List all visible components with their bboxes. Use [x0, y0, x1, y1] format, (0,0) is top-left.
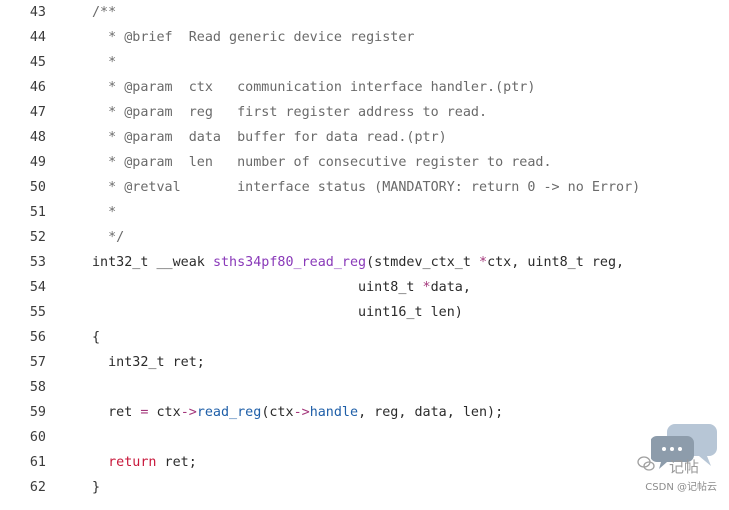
line-source: * @brief Read generic device register: [92, 25, 414, 50]
code-line: 43 /**: [0, 0, 729, 25]
code-token-comment: * @param len number of consecutive regis…: [92, 155, 552, 170]
code-line: 59 ret = ctx->read_reg(ctx->handle, reg,…: [0, 400, 729, 425]
line-number: 53: [29, 255, 46, 270]
code-line: 53 int32_t __weak sths34pf80_read_reg(stm…: [0, 250, 729, 275]
code-token-comment: * @param data buffer for data read.(ptr): [92, 130, 447, 145]
line-number: 54: [29, 280, 46, 295]
code-token-plain: ctx, uint8_t reg,: [487, 255, 625, 270]
line-source: */: [92, 225, 124, 250]
code-token-plain: }: [92, 480, 101, 495]
line-source: {: [92, 325, 100, 350]
code-line: 47 * @param reg first register address t…: [0, 100, 729, 125]
line-number: 44: [29, 30, 46, 45]
code-line: 46 * @param ctx communication interface …: [0, 75, 729, 100]
line-number: 49: [29, 155, 46, 170]
code-token-comment: */: [92, 230, 125, 245]
line-number: 60: [29, 430, 46, 445]
code-line: 56 {: [0, 325, 729, 350]
line-source: * @param reg first register address to r…: [92, 100, 487, 125]
line-number: 51: [29, 205, 46, 220]
line-number: 56: [29, 330, 46, 345]
code-token-fn: sths34pf80_read_reg: [212, 255, 367, 270]
code-token-plain: (stmdev_ctx_t: [366, 255, 479, 270]
code-token-plain: ctx: [148, 405, 181, 420]
code-line: 60: [0, 425, 729, 450]
code-token-plain: ret;: [156, 455, 197, 470]
line-number: 47: [29, 105, 46, 120]
code-token-op: =: [140, 405, 149, 420]
line-source: int32_t __weak sths34pf80_read_reg(stmde…: [92, 250, 624, 275]
code-line: 44 * @brief Read generic device register: [0, 25, 729, 50]
line-source: uint8_t *data,: [92, 275, 471, 300]
code-line: 49 * @param len number of consecutive re…: [0, 150, 729, 175]
line-source: *: [92, 50, 116, 75]
code-line: 57 int32_t ret;: [0, 350, 729, 375]
code-token-plain: data,: [430, 280, 471, 295]
watermark: 记帖 CSDN @记帖云: [611, 418, 729, 510]
code-line: 58: [0, 375, 729, 400]
line-number: 52: [29, 230, 46, 245]
code-line: 61 return ret;: [0, 450, 729, 475]
code-token-op: *: [479, 255, 488, 270]
line-number: 59: [29, 405, 46, 420]
line-source: * @retval interface status (MANDATORY: r…: [92, 175, 640, 200]
line-number: 45: [29, 55, 46, 70]
code-token-comment: * @retval interface status (MANDATORY: r…: [92, 180, 641, 195]
line-source: uint16_t len): [92, 300, 463, 325]
code-line: 48 * @param data buffer for data read.(p…: [0, 125, 729, 150]
code-token-comment: /**: [92, 5, 117, 20]
code-line: 51 *: [0, 200, 729, 225]
code-token-comment: *: [92, 205, 117, 220]
code-token-op: ->: [293, 405, 310, 420]
code-token-plain: {: [92, 330, 101, 345]
line-number: 58: [29, 380, 46, 395]
line-source: * @param ctx communication interface han…: [92, 75, 535, 100]
line-source: return ret;: [92, 450, 197, 475]
line-number: 57: [29, 355, 46, 370]
code-token-comment: *: [92, 55, 117, 70]
code-token-plain: int32_t __weak: [92, 255, 213, 270]
line-source: * @param data buffer for data read.(ptr): [92, 125, 447, 150]
line-number: 61: [29, 455, 46, 470]
code-line: 52 */: [0, 225, 729, 250]
line-number: 43: [29, 5, 46, 20]
watermark-brand: 记帖: [668, 458, 699, 476]
line-source: /**: [92, 0, 116, 25]
code-token-keyword: return: [92, 455, 157, 470]
wechat-icon: [637, 456, 655, 471]
code-token-comment: * @param ctx communication interface han…: [92, 80, 536, 95]
watermark-csdn: CSDN @记帖云: [645, 482, 717, 493]
code-token-member: handle: [309, 405, 359, 420]
line-source: *: [92, 200, 116, 225]
code-token-comment: * @brief Read generic device register: [92, 30, 415, 45]
line-source: }: [92, 475, 100, 500]
code-token-op: *: [422, 280, 431, 295]
code-token-plain: uint16_t len): [92, 305, 463, 320]
code-token-plain: , reg, data, len);: [358, 405, 504, 420]
code-token-plain: (ctx: [261, 405, 294, 420]
code-token-member: read_reg: [196, 405, 262, 420]
line-number: 55: [29, 305, 46, 320]
chat-bubbles-icon: [651, 424, 717, 469]
line-number: 46: [29, 80, 46, 95]
code-token-op: ->: [180, 405, 197, 420]
code-line: 54 uint8_t *data,: [0, 275, 729, 300]
code-line: 55 uint16_t len): [0, 300, 729, 325]
line-number: 62: [29, 480, 46, 495]
code-token-plain: ret: [92, 405, 141, 420]
code-token-plain: uint8_t: [92, 280, 423, 295]
code-token-comment: * @param reg first register address to r…: [92, 105, 488, 120]
line-number: 50: [29, 180, 46, 195]
code-line: 62}: [0, 475, 729, 500]
line-number: 48: [29, 130, 46, 145]
code-line: 45 *: [0, 50, 729, 75]
code-token-plain: int32_t ret;: [92, 355, 205, 370]
line-source: * @param len number of consecutive regis…: [92, 150, 552, 175]
line-source: int32_t ret;: [92, 350, 205, 375]
code-line: 50 * @retval interface status (MANDATORY…: [0, 175, 729, 200]
line-source: ret = ctx->read_reg(ctx->handle, reg, da…: [92, 400, 503, 425]
